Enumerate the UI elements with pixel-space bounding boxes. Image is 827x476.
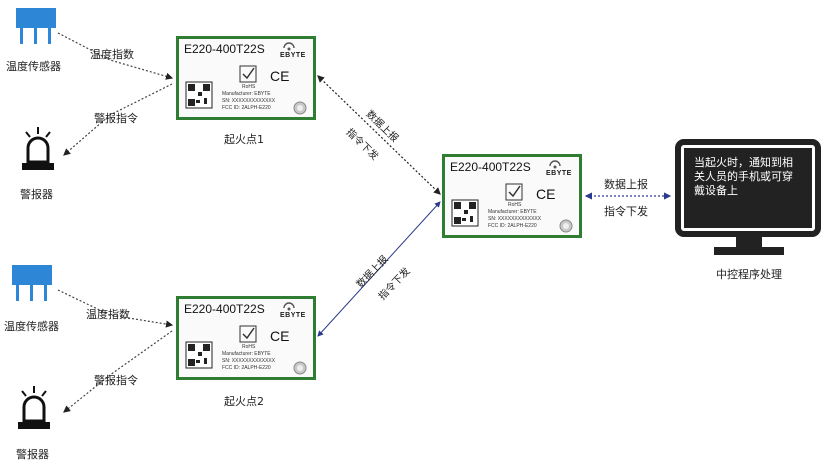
module-fcc: FCC ID: 2ALPH-E220 [222,105,271,111]
module-sn: SN: XXXXXXXXXXXXX [488,216,542,222]
temp-index-label: 温度指数 [86,308,130,321]
alarm-cmd-label: 警报指令 [94,112,138,125]
module-ce: CE [536,186,556,202]
module-ce: CE [270,68,290,84]
lora-module-center [442,154,582,238]
temp-index-link-1 [57,32,174,80]
module-ce: CE [270,328,290,344]
module-fcc: FCC ID: 2ALPH-E220 [222,365,271,371]
module-rohs: RoHS [242,84,256,90]
temp-sensor-label: 温度传感器 [6,60,61,73]
temperature-sensor-icon [16,8,56,44]
alarm-cmd-label: 警报指令 [94,374,138,387]
monitor-screen-text: 当起火时，通知到相关人员的手机或可穿戴设备上 [694,156,793,197]
monitor-icon [675,139,821,255]
cmd-send-label-right: 指令下发 [604,205,648,218]
temp-index-link-2 [57,289,174,328]
module-rohs: RoHS [242,344,256,350]
alarm-light-icon [18,386,50,429]
module-manufacturer: Manufacturer: EBYTE [222,351,271,357]
module-manufacturer: Manufacturer: EBYTE [488,209,537,215]
lora-module-1 [176,36,316,120]
alarm-cmd-link-2 [63,330,173,413]
fire-point-label-2: 起火点2 [224,395,264,408]
temperature-sensor-icon [12,265,52,301]
central-processing-label: 中控程序处理 [716,268,782,281]
alarm-label: 警报器 [20,188,53,201]
temp-index-label: 温度指数 [90,48,134,61]
fire-point-label-1: 起火点1 [224,133,264,146]
module-brand: EBYTE [546,170,572,177]
alarm-cmd-link-1 [63,83,173,156]
module-sn: SN: XXXXXXXXXXXXX [222,358,276,364]
link-m2-center [317,201,441,337]
module-fcc: FCC ID: 2ALPH-E220 [488,223,537,229]
module-rohs: RoHS [508,202,522,208]
module-model: E220-400T22S [184,42,265,56]
alarm-label: 警报器 [16,448,49,461]
link-m1-center [317,75,441,195]
lora-module-2 [176,296,316,380]
temp-sensor-label: 温度传感器 [4,320,59,333]
module-brand: EBYTE [280,312,306,319]
module-brand: EBYTE [280,52,306,59]
module-model: E220-400T22S [184,302,265,316]
alarm-light-icon [22,127,54,170]
data-report-label-right: 数据上报 [604,178,648,191]
module-sn: SN: XXXXXXXXXXXXX [222,98,276,104]
module-model: E220-400T22S [450,160,531,174]
module-manufacturer: Manufacturer: EBYTE [222,91,271,97]
